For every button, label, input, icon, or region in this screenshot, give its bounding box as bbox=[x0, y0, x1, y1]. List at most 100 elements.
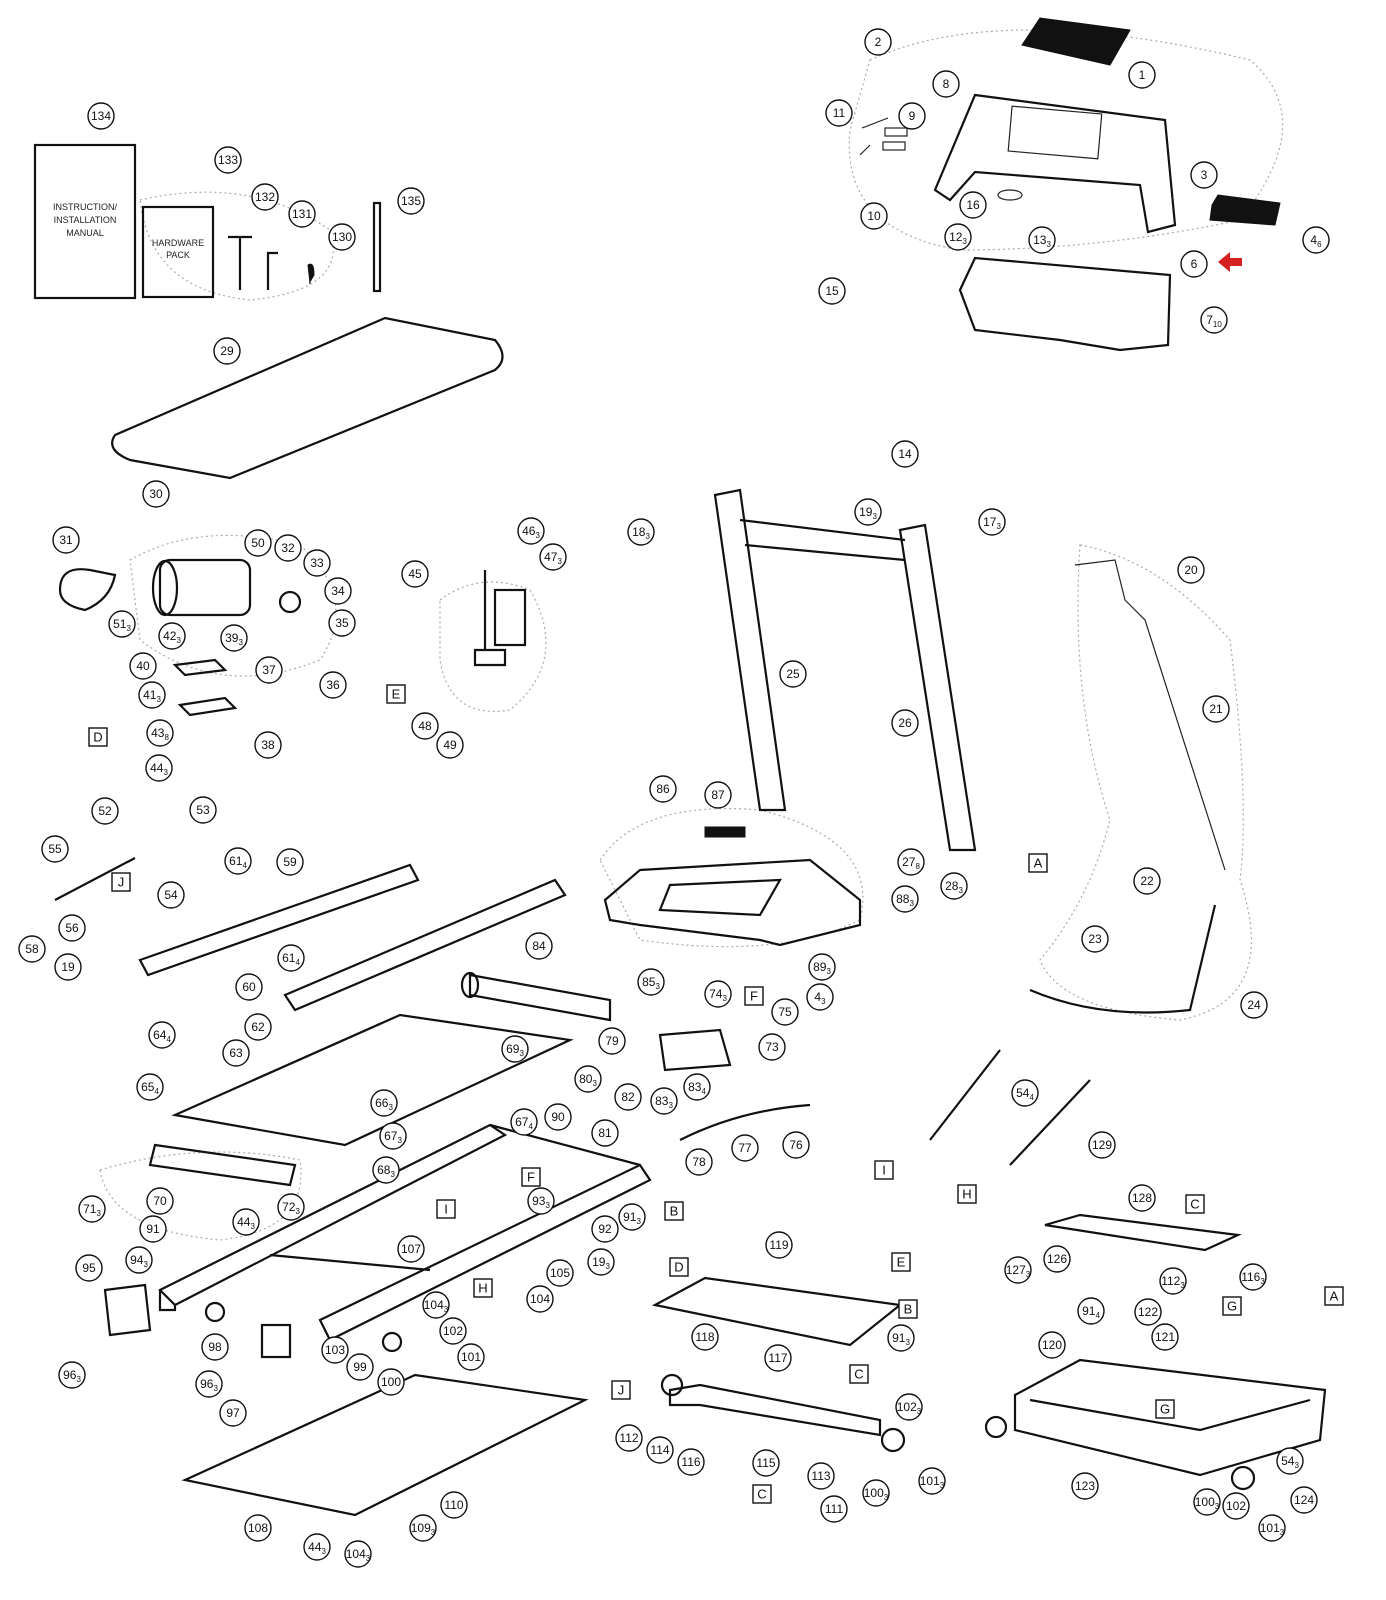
connector-letter: I bbox=[882, 1163, 886, 1178]
part-callout-127: 1273 bbox=[1004, 1256, 1032, 1284]
hardware-text-line2: PACK bbox=[166, 250, 190, 260]
callout-quantity: 3 bbox=[592, 1079, 597, 1088]
part-callout-98: 98 bbox=[201, 1333, 229, 1361]
callout-quantity: 3 bbox=[76, 1375, 81, 1384]
callout-circle bbox=[1081, 925, 1109, 953]
callout-circle bbox=[58, 914, 86, 942]
part-callout-58: 58 bbox=[18, 935, 46, 963]
part-callout-92: 92 bbox=[591, 1215, 619, 1243]
part-callout-83: 834 bbox=[683, 1073, 711, 1101]
callout-number: 23 bbox=[1088, 932, 1102, 946]
part-callout-55: 55 bbox=[41, 835, 69, 863]
part-callout-9: 9 bbox=[898, 102, 926, 130]
callout-quantity: 3 bbox=[444, 1305, 449, 1314]
callout-quantity: 3 bbox=[872, 512, 877, 521]
callout-circle bbox=[108, 610, 136, 638]
callout-number: 15 bbox=[825, 284, 839, 298]
callout-circle bbox=[546, 1259, 574, 1287]
callout-number: 101 bbox=[461, 1350, 481, 1364]
base-frame-right bbox=[929, 1049, 1327, 1491]
part-callout-19: 193 bbox=[854, 498, 882, 526]
callout-number: 40 bbox=[136, 659, 150, 673]
callout-quantity: 4 bbox=[242, 861, 247, 870]
connector-label-E: E bbox=[891, 1252, 911, 1272]
callout-circle bbox=[683, 1073, 711, 1101]
callout-number: 129 bbox=[1092, 1138, 1112, 1152]
callout-number: 105 bbox=[550, 1266, 570, 1280]
motor-controller bbox=[658, 1028, 732, 1072]
callout-number: 132 bbox=[255, 190, 275, 204]
callout-circle bbox=[136, 1073, 164, 1101]
part-callout-115: 115 bbox=[752, 1449, 780, 1477]
callout-number: 35 bbox=[335, 616, 349, 630]
callout-number: 34 bbox=[331, 584, 345, 598]
callout-number: 30 bbox=[149, 487, 163, 501]
part-callout-35: 35 bbox=[328, 609, 356, 637]
connector-letter: F bbox=[750, 989, 758, 1004]
part-callout-88: 883 bbox=[891, 885, 919, 913]
callout-quantity: 3 bbox=[388, 1103, 393, 1112]
group-outlines bbox=[99, 29, 1284, 1241]
part-callout-100: 1003 bbox=[1193, 1488, 1221, 1516]
part-callout-91: 91 bbox=[139, 1215, 167, 1243]
part-callout-34: 34 bbox=[324, 577, 352, 605]
callout-circle bbox=[1134, 1298, 1162, 1326]
callout-circle bbox=[806, 983, 834, 1011]
callout-circle bbox=[220, 624, 248, 652]
callout-number: 1013 bbox=[920, 1474, 945, 1490]
part-callout-74: 743 bbox=[704, 980, 732, 1008]
callout-circle bbox=[685, 1148, 713, 1176]
callout-number: 126 bbox=[1047, 1252, 1067, 1266]
callout-circle bbox=[764, 1344, 792, 1372]
part-callout-17: 173 bbox=[978, 508, 1006, 536]
callout-circle bbox=[887, 1324, 915, 1352]
callout-circle bbox=[18, 935, 46, 963]
connector-letter: C bbox=[1190, 1197, 1199, 1212]
callout-number: 9 bbox=[909, 109, 916, 123]
callout-number: 443 bbox=[237, 1215, 255, 1231]
callout-circle bbox=[91, 797, 119, 825]
part-callout-46: 463 bbox=[517, 517, 545, 545]
part-callout-119: 119 bbox=[765, 1231, 793, 1259]
callout-circle bbox=[148, 1021, 176, 1049]
callout-circle bbox=[895, 1393, 923, 1421]
connector-letter: D bbox=[93, 730, 102, 745]
callout-number: 54 bbox=[164, 888, 178, 902]
callout-number: 70 bbox=[153, 1194, 167, 1208]
callout-number: 1043 bbox=[346, 1547, 371, 1563]
callout-number: 97 bbox=[226, 1406, 240, 1420]
callout-circle bbox=[146, 1187, 174, 1215]
part-callout-72: 723 bbox=[277, 1193, 305, 1221]
callout-circle bbox=[517, 517, 545, 545]
callout-circle bbox=[58, 1361, 86, 1389]
callout-circle bbox=[439, 1317, 467, 1345]
callout-number: 1003 bbox=[1195, 1495, 1220, 1511]
callout-circle bbox=[1190, 161, 1218, 189]
connector-label-H: H bbox=[473, 1278, 493, 1298]
callout-circle bbox=[591, 1215, 619, 1243]
callout-circle bbox=[321, 1336, 349, 1364]
callout-number: 14 bbox=[898, 447, 912, 461]
part-callout-130: 130 bbox=[328, 223, 356, 251]
callout-circle bbox=[1180, 250, 1208, 278]
callout-quantity: 3 bbox=[321, 1547, 326, 1556]
callout-quantity: 3 bbox=[962, 237, 967, 246]
callout-quantity: 3 bbox=[655, 982, 660, 991]
callout-quantity: 8 bbox=[164, 733, 169, 742]
part-callout-123: 123 bbox=[1071, 1472, 1099, 1500]
connector-label-H: H bbox=[957, 1184, 977, 1204]
callout-number: 6 bbox=[1191, 257, 1198, 271]
callout-number: 173 bbox=[983, 515, 1001, 531]
callout-number: 10 bbox=[867, 209, 881, 223]
callout-quantity: 3 bbox=[163, 768, 168, 777]
part-callout-54: 543 bbox=[1276, 1447, 1304, 1475]
callout-circle bbox=[1004, 1256, 1032, 1284]
callout-number: 1123 bbox=[1161, 1274, 1185, 1290]
part-callout-39: 393 bbox=[220, 624, 248, 652]
callout-number: 423 bbox=[163, 629, 181, 645]
callout-quantity: 10 bbox=[1213, 320, 1222, 329]
callout-number: 90 bbox=[551, 1110, 565, 1124]
connector-label-C: C bbox=[752, 1484, 772, 1504]
callout-quantity: 3 bbox=[940, 1481, 945, 1490]
part-callout-114: 114 bbox=[646, 1436, 674, 1464]
